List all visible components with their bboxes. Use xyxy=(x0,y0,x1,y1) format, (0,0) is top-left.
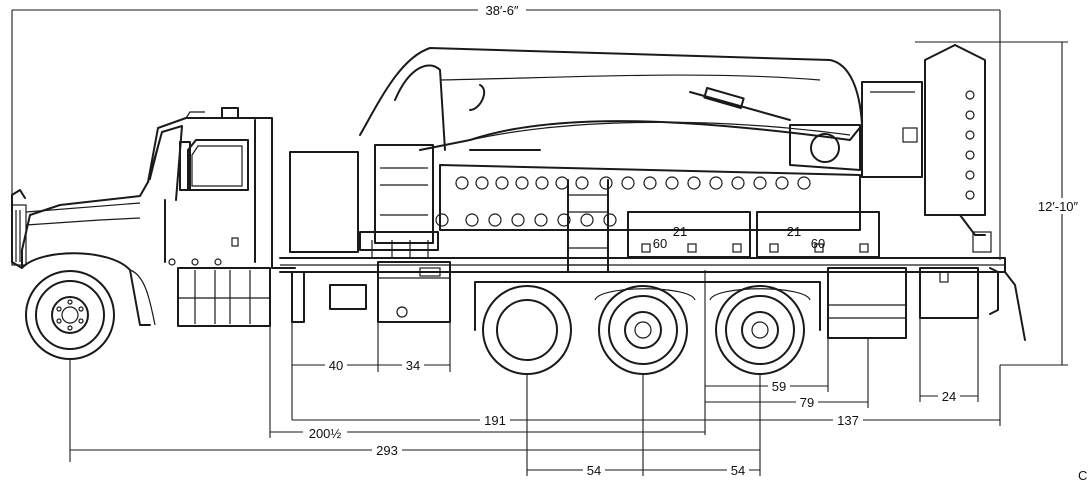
truck-cab xyxy=(11,107,296,327)
dim-200-half-label: 200½ xyxy=(309,426,342,441)
dim-137-label: 137 xyxy=(837,413,859,428)
overall-height-label: 12′-10″ xyxy=(1038,199,1079,214)
deck-toolbox-left xyxy=(627,211,751,258)
overall-length-label: 38′-6″ xyxy=(485,3,518,18)
boom-holes-upper xyxy=(455,176,811,190)
dim-34-label: 34 xyxy=(406,358,420,373)
deck-toolbox-right xyxy=(756,211,880,258)
dimension-labels: 38′-6″ 12′-10″ 40 34 59 79 24 191 137 20… xyxy=(303,2,1087,483)
left-toolbox-60-label: 60 xyxy=(653,236,667,251)
corner-mark: C xyxy=(1078,468,1087,483)
dim-54-second-label: 54 xyxy=(731,463,745,478)
dim-54-first-label: 54 xyxy=(587,463,601,478)
dim-79-label: 79 xyxy=(800,395,814,410)
right-toolbox-21-label: 21 xyxy=(787,224,801,239)
equipment-body xyxy=(289,44,992,273)
front-wheel xyxy=(25,270,115,360)
dimension-lines xyxy=(11,9,1068,476)
rear-wheels xyxy=(482,285,811,375)
dim-191-label: 191 xyxy=(484,413,506,428)
right-toolbox-60-label: 60 xyxy=(811,236,825,251)
boom-holes-lower xyxy=(435,213,617,227)
ladder xyxy=(567,179,609,273)
left-toolbox-21-label: 21 xyxy=(673,224,687,239)
dim-24-label: 24 xyxy=(942,389,956,404)
dim-293-label: 293 xyxy=(376,443,398,458)
dim-40-label: 40 xyxy=(329,358,343,373)
dim-59-label: 59 xyxy=(772,379,786,394)
chassis xyxy=(279,257,1026,341)
